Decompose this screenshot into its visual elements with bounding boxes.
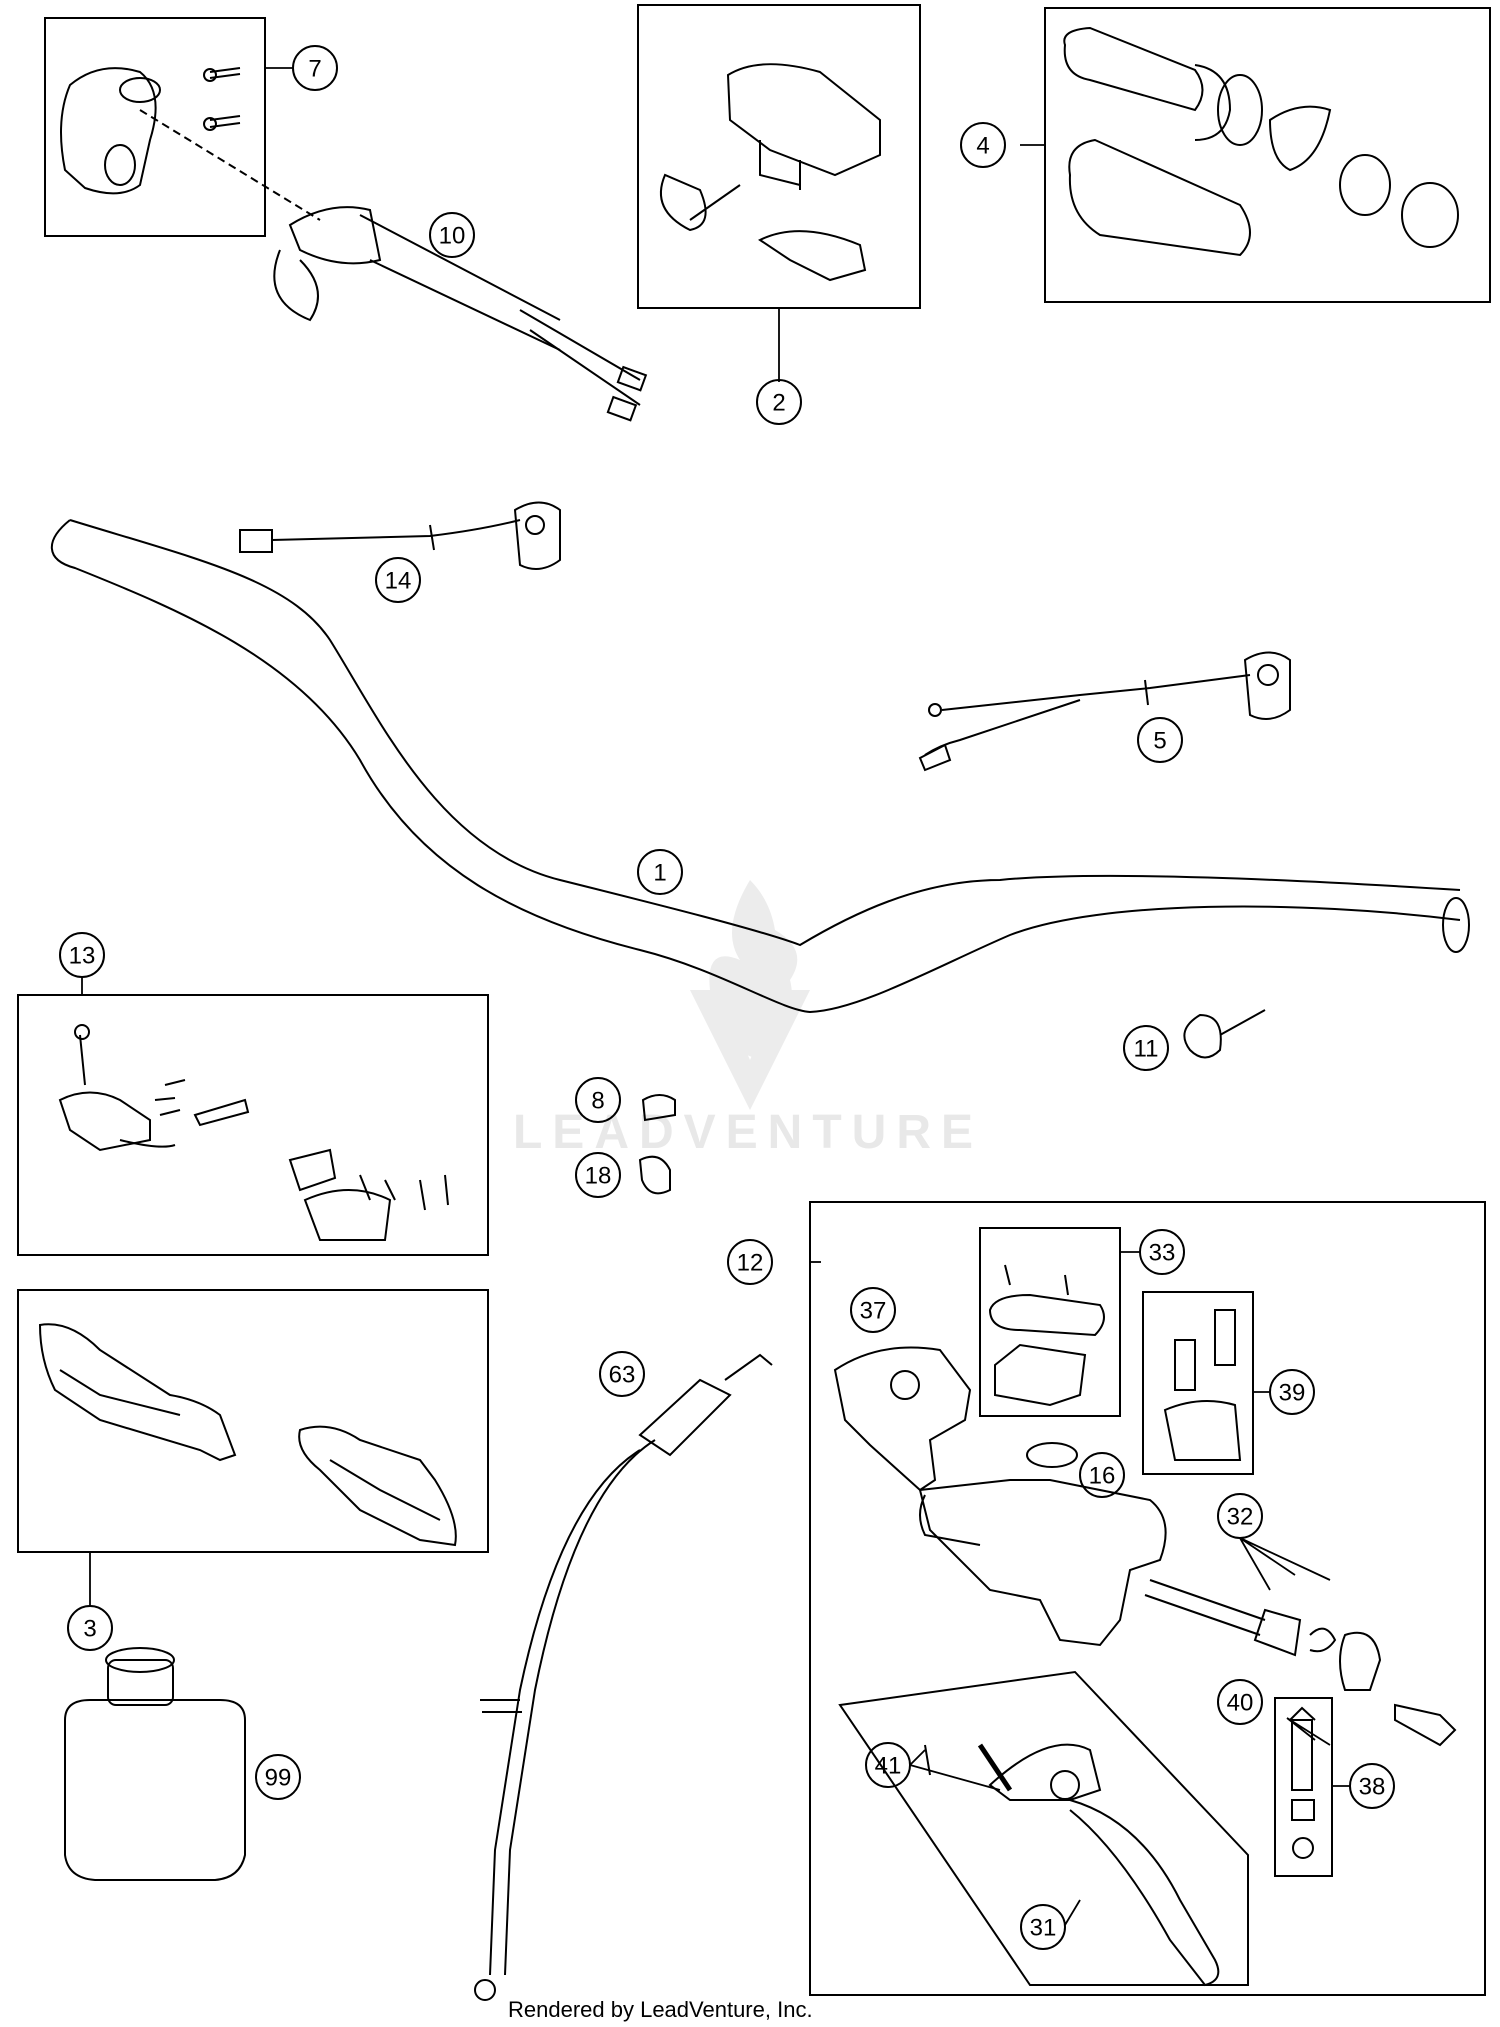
callout-63: 63	[599, 1351, 645, 1397]
callout-label: 5	[1153, 728, 1166, 755]
part-2-tank-cover	[660, 63, 881, 282]
callout-13: 13	[59, 932, 105, 978]
box-part-12	[809, 1201, 1486, 1996]
callout-label: 8	[591, 1088, 604, 1115]
callout-12: 12	[727, 1239, 773, 1285]
callout-label: 40	[1227, 1690, 1254, 1717]
callout-3: 3	[67, 1605, 113, 1651]
callout-label: 1	[653, 860, 666, 887]
callout-4: 4	[960, 122, 1006, 168]
watermark-v	[690, 990, 810, 1110]
callout-label: 37	[860, 1298, 887, 1325]
part-12-master-cylinder	[833, 1264, 1457, 1747]
callout-label: 33	[1149, 1240, 1176, 1267]
callout-label: 63	[609, 1362, 636, 1389]
callout-33: 33	[1139, 1229, 1185, 1275]
callout-label: 2	[772, 390, 785, 417]
part-38-bolt	[1289, 1706, 1316, 1859]
box-part-38	[1274, 1697, 1333, 1877]
box-part-39	[1142, 1291, 1254, 1475]
callout-11: 11	[1123, 1025, 1169, 1071]
part-3-handguards	[38, 1323, 457, 1547]
part-11-cable-tie	[1183, 1009, 1266, 1059]
callout-8: 8	[575, 1077, 621, 1123]
callout-label: 13	[69, 943, 96, 970]
callout-label: 11	[1134, 1036, 1159, 1063]
callout-label: 7	[308, 56, 321, 83]
callout-label: 10	[439, 223, 466, 250]
callout-18: 18	[575, 1152, 621, 1198]
box-part-13	[17, 994, 489, 1256]
callout-label: 3	[83, 1616, 96, 1643]
callout-label: 32	[1227, 1504, 1254, 1531]
callout-38: 38	[1349, 1763, 1395, 1809]
callout-label: 39	[1279, 1380, 1306, 1407]
callout-label: 18	[585, 1163, 612, 1190]
callout-1: 1	[637, 849, 683, 895]
handlebar-part-1	[50, 519, 1461, 1014]
part-5-switch	[918, 651, 1291, 772]
box-part-4	[1044, 7, 1491, 303]
callout-label: 38	[1359, 1774, 1386, 1801]
watermark-text: LEADVENTURE	[513, 1106, 983, 1159]
callout-label: 16	[1089, 1463, 1116, 1490]
box-part-3	[17, 1289, 489, 1553]
part-10-throttle-cables	[139, 109, 648, 422]
callout-99: 99	[255, 1754, 301, 1800]
callout-31: 31	[1020, 1904, 1066, 1950]
callout-label: 99	[265, 1765, 292, 1792]
box-part-33	[979, 1227, 1121, 1417]
callout-37: 37	[850, 1287, 896, 1333]
callout-label: 4	[976, 133, 989, 160]
part-4-grips	[1063, 26, 1459, 257]
part-63-brake-line	[474, 1353, 773, 2001]
footer-credit: Rendered by LeadVenture, Inc.	[508, 1997, 813, 2022]
callout-40: 40	[1217, 1679, 1263, 1725]
callout-2: 2	[756, 379, 802, 425]
callout-label: 14	[385, 568, 412, 595]
part-13-clamps	[58, 1024, 449, 1241]
callout-label: 12	[737, 1250, 764, 1277]
handlebar-end	[1442, 897, 1470, 953]
watermark: LEADVENTURE	[513, 880, 983, 1159]
callout-5: 5	[1137, 717, 1183, 763]
part-14-kill-switch	[239, 501, 561, 570]
part-31-lever	[924, 1743, 1220, 1987]
callout-10: 10	[429, 212, 475, 258]
box-part-7	[44, 17, 266, 237]
callout-14: 14	[375, 557, 421, 603]
part-99-brake-fluid	[64, 1647, 246, 1881]
callout-label: 41	[875, 1753, 902, 1780]
callout-32: 32	[1217, 1493, 1263, 1539]
callout-label: 31	[1030, 1915, 1057, 1942]
leader-lines	[81, 67, 1350, 1926]
callout-7: 7	[292, 45, 338, 91]
part-7-switch-housing	[60, 67, 241, 195]
box-part-31	[838, 1670, 1249, 1986]
callout-16: 16	[1079, 1452, 1125, 1498]
callout-39: 39	[1269, 1369, 1315, 1415]
callout-41: 41	[865, 1742, 911, 1788]
part-18-clip	[638, 1155, 671, 1195]
part-8-clip	[641, 1094, 676, 1122]
